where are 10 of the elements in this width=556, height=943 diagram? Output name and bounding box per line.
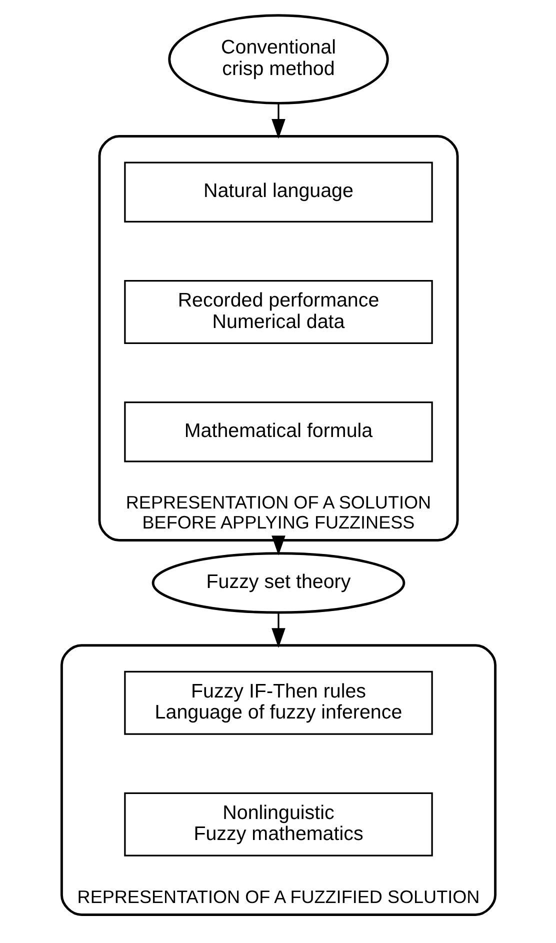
node-ellipse: Fuzzy set theory: [151, 552, 405, 614]
node-box: Mathematical formula: [124, 401, 432, 462]
arrow: [271, 536, 285, 556]
node-box: Recorded performance Numerical data: [124, 280, 432, 344]
arrow: [271, 612, 285, 648]
node-ellipse: Conventional crisp method: [168, 14, 388, 104]
arrow: [271, 104, 285, 139]
node-box: Nonlinguistic Fuzzy mathematics: [124, 792, 432, 856]
node-box: Fuzzy IF-Then rules Language of fuzzy inference: [124, 670, 432, 735]
node-box: Natural language: [124, 162, 432, 222]
